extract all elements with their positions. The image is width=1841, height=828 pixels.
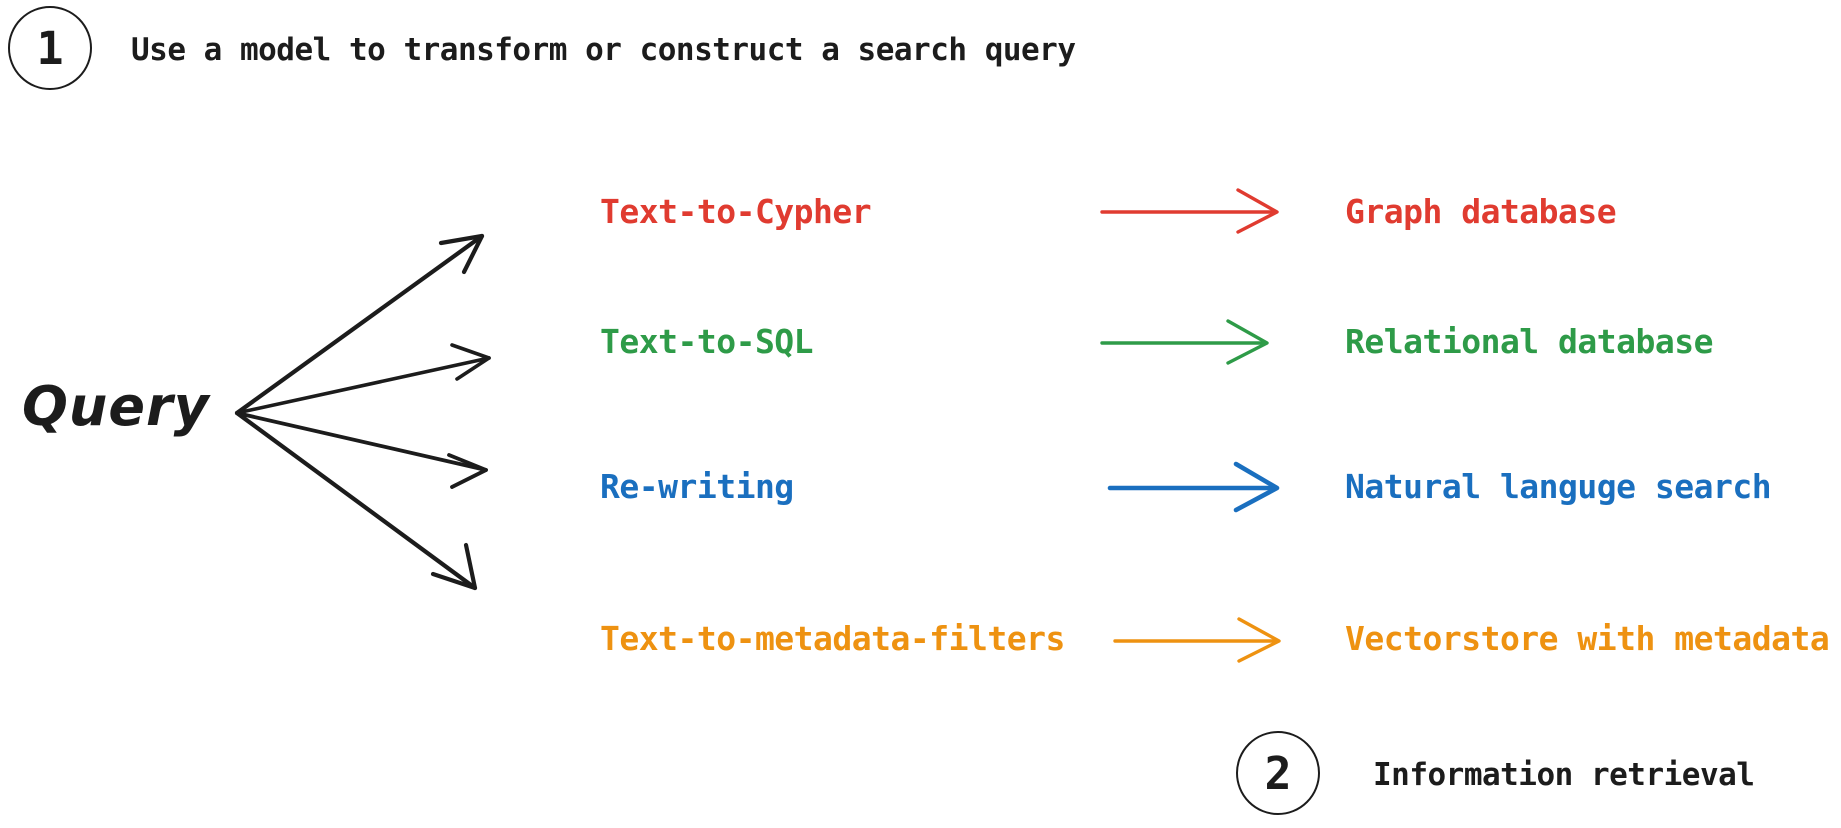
target-label-graph-database: Graph database [1345, 192, 1617, 231]
step-1-badge: 1 [8, 6, 92, 90]
step-2-number: 2 [1264, 746, 1292, 800]
target-label-relational-database: Relational database [1345, 322, 1714, 361]
fanout-arrow-3 [235, 411, 488, 489]
connector-arrow-3 [1113, 617, 1281, 663]
query-source-label: Query [22, 375, 210, 438]
step-2-caption: Information retrieval [1373, 757, 1755, 793]
connector-arrow-0 [1100, 188, 1279, 234]
fanout-arrow-1 [234, 233, 485, 416]
step-1-caption: Use a model to transform or construct a … [131, 32, 1076, 68]
method-label-text-to-metadata-filters: Text-to-metadata-filters [600, 619, 1065, 658]
fanout-arrow-4 [234, 410, 478, 591]
method-label-re-writing: Re-writing [600, 467, 794, 506]
method-label-text-to-sql: Text-to-SQL [600, 322, 814, 361]
target-label-vectorstore-with-metadata: Vectorstore with metadata [1345, 619, 1830, 658]
connector-arrow-2 [1107, 461, 1280, 513]
step-2-badge: 2 [1236, 731, 1320, 815]
target-label-natural-language-search: Natural languge search [1345, 467, 1772, 506]
connector-arrow-1 [1100, 319, 1269, 365]
fanout-arrow-2 [235, 343, 491, 415]
method-label-text-to-cypher: Text-to-Cypher [600, 192, 872, 231]
step-1-number: 1 [36, 21, 64, 75]
